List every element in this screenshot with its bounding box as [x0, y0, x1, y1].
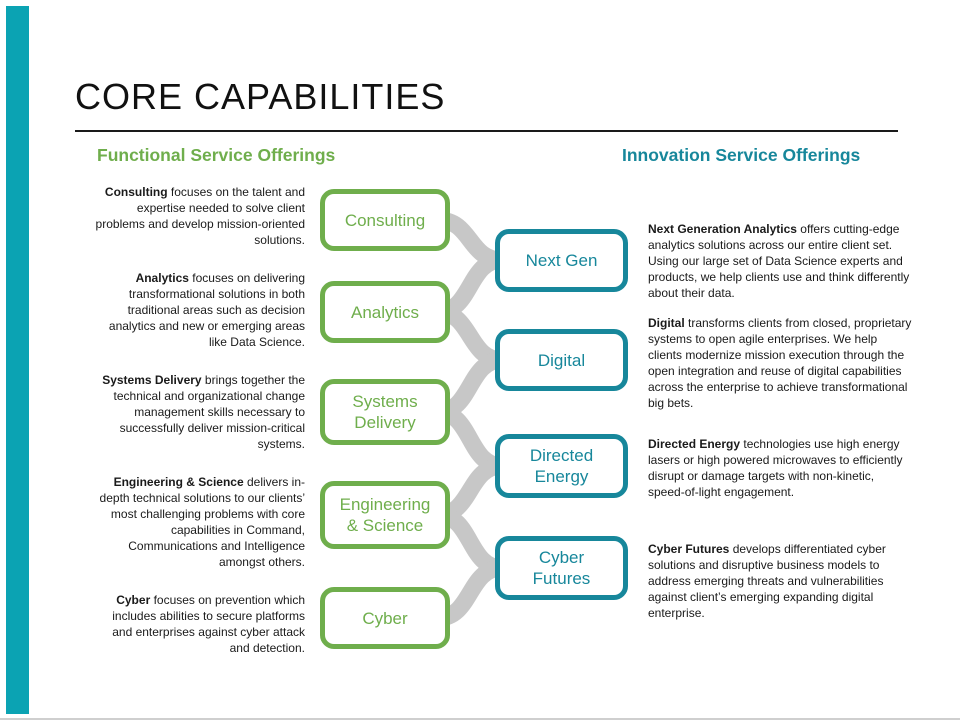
capability-box-cyber: Cyber	[320, 587, 450, 649]
capability-box-engineering-science-label: Engineering & Science	[339, 495, 431, 535]
analytics-text: focuses on delivering transformational s…	[108, 271, 305, 349]
cyber-text: focuses on prevention which includes abi…	[112, 593, 305, 655]
page-title: CORE CAPABILITIES	[75, 76, 446, 117]
capability-box-systems-delivery: Systems Delivery	[320, 379, 450, 445]
capability-box-directed-energy: Directed Energy	[495, 434, 628, 498]
consulting-description: Consulting focuses on the talent and exp…	[93, 184, 305, 248]
innovation-column-header: Innovation Service Offerings	[622, 145, 861, 165]
engineering-science-text: delivers in-depth technical solutions to…	[99, 475, 305, 569]
digital-description: Digital transforms clients from closed, …	[648, 315, 912, 411]
cyber-futures-description: Cyber Futures develops differentiated cy…	[648, 541, 912, 621]
engineering-science-lead: Engineering & Science	[113, 475, 244, 489]
capability-box-engineering-science: Engineering & Science	[320, 481, 450, 549]
digital-text: transforms clients from closed, propriet…	[648, 316, 912, 410]
consulting-text: focuses on the talent and expertise need…	[95, 185, 305, 247]
capability-box-cyber-futures-label: Cyber Futures	[532, 548, 591, 588]
cyber-futures-text: develops differentiated cyber solutions …	[648, 542, 886, 620]
next-gen-analytics-lead: Next Generation Analytics	[648, 222, 797, 236]
cyber-futures-lead: Cyber Futures	[648, 542, 730, 556]
digital-lead: Digital	[648, 316, 685, 330]
left-accent-bar	[6, 6, 29, 714]
next-gen-analytics-description: Next Generation Analytics offers cutting…	[648, 221, 912, 301]
capability-box-systems-delivery-label: Systems Delivery	[352, 392, 418, 432]
capability-box-next-gen-label: Next Gen	[525, 251, 598, 270]
functional-descriptions: Consulting focuses on the talent and exp…	[93, 184, 305, 678]
cyber-description: Cyber focuses on prevention which includ…	[93, 592, 305, 656]
next-gen-analytics-text: offers cutting-edge analytics solutions …	[648, 222, 910, 300]
capability-box-next-gen: Next Gen	[495, 229, 628, 292]
consulting-lead: Consulting	[104, 185, 168, 199]
title-divider	[75, 130, 898, 132]
systems-delivery-description: Systems Delivery brings together the tec…	[93, 372, 305, 452]
directed-energy-description: Directed Energy technologies use high en…	[648, 436, 912, 500]
directed-energy-lead: Directed Energy	[648, 437, 741, 451]
capability-box-cyber-futures: Cyber Futures	[495, 536, 628, 600]
cyber-lead: Cyber	[116, 593, 151, 607]
analytics-description: Analytics focuses on delivering transfor…	[93, 270, 305, 350]
capability-box-directed-energy-label: Directed Energy	[529, 446, 594, 486]
capability-box-analytics-label: Analytics	[350, 302, 420, 322]
systems-delivery-lead: Systems Delivery	[102, 373, 202, 387]
bottom-edge-line	[0, 718, 960, 720]
directed-energy-text: technologies use high energy lasers or h…	[648, 437, 903, 499]
capability-box-consulting: Consulting	[320, 189, 450, 251]
capability-box-digital: Digital	[495, 329, 628, 391]
capability-box-analytics: Analytics	[320, 281, 450, 343]
capability-box-digital-label: Digital	[537, 350, 586, 370]
functional-column-header: Functional Service Offerings	[97, 145, 336, 165]
capability-box-consulting-label: Consulting	[344, 210, 426, 230]
capability-box-cyber-label: Cyber	[362, 608, 408, 628]
systems-delivery-text: brings together the technical and organi…	[113, 373, 305, 451]
analytics-lead: Analytics	[135, 271, 189, 285]
engineering-science-description: Engineering & Science delivers in-depth …	[93, 474, 305, 570]
